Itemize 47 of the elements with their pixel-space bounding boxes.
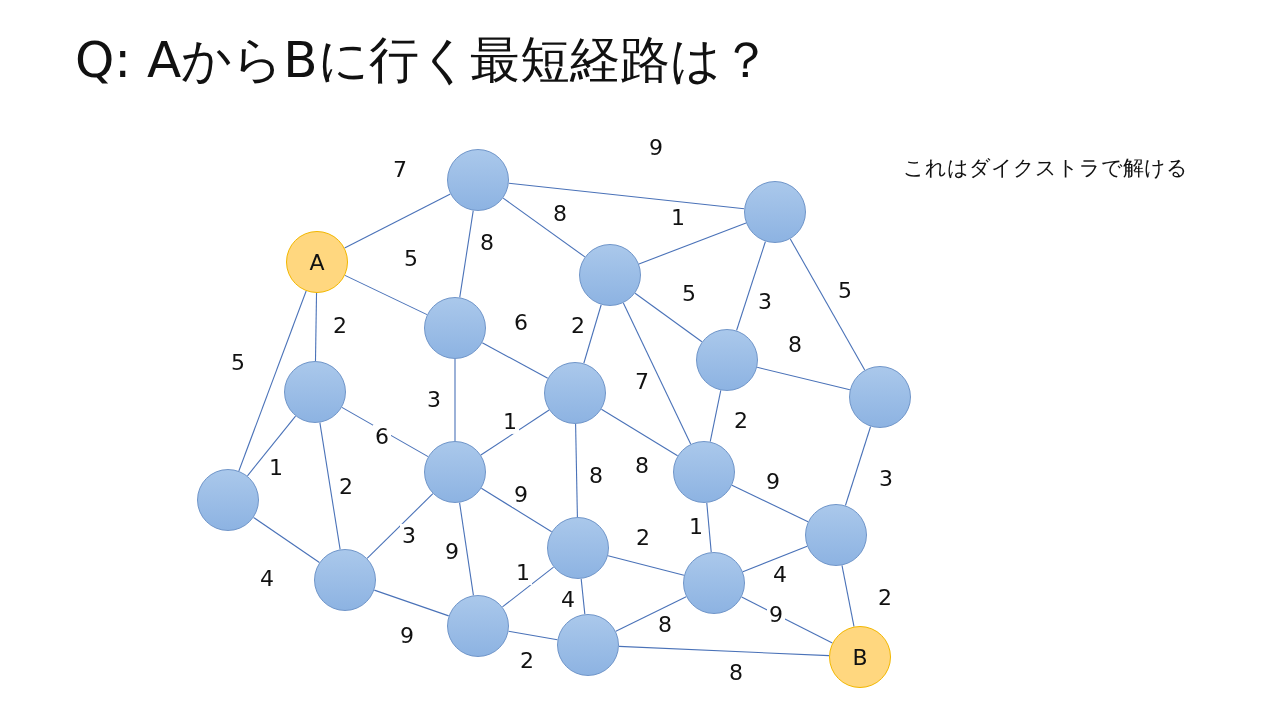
- edge-line: [314, 292, 318, 362]
- edge-line: [454, 358, 456, 442]
- edge-line: [706, 502, 712, 553]
- graph-node: [579, 244, 641, 306]
- edge-line: [600, 408, 679, 457]
- edge-line: [742, 545, 808, 573]
- edge-line: [502, 197, 586, 258]
- graph-node: A: [286, 231, 348, 293]
- edge-line: [319, 422, 341, 550]
- edge-line: [246, 415, 297, 477]
- edge-line: [459, 210, 474, 298]
- edge-line: [580, 578, 586, 615]
- edge-line: [508, 182, 745, 210]
- edge-line: [238, 290, 307, 472]
- edge-line: [736, 240, 766, 332]
- graph-node: B: [829, 626, 891, 688]
- edge-line: [622, 302, 692, 445]
- graph-node: [284, 361, 346, 423]
- edge-line: [575, 423, 578, 518]
- edge-line: [789, 238, 866, 371]
- edge-line: [480, 487, 553, 533]
- edge-line: [615, 596, 687, 632]
- edge-line: [844, 426, 872, 506]
- note-text: これはダイクストラで解ける: [903, 155, 1188, 182]
- edge-line: [756, 366, 851, 391]
- edge-line: [634, 292, 703, 343]
- edge-line: [618, 645, 830, 657]
- edge-line: [638, 222, 747, 265]
- edge-line: [344, 193, 451, 249]
- edge-line: [459, 502, 474, 596]
- edge-line: [841, 564, 855, 628]
- edge-line: [607, 555, 685, 576]
- edge-line: [373, 589, 450, 617]
- edge-line: [480, 409, 550, 456]
- edge-line: [481, 342, 549, 379]
- edge-line: [709, 389, 722, 443]
- graph-node: [424, 441, 486, 503]
- edge-line: [366, 493, 434, 559]
- edge-line: [583, 304, 602, 364]
- edge-line: [344, 274, 428, 316]
- edge-line: [508, 630, 558, 641]
- edge-line: [731, 484, 809, 523]
- graph-node: [314, 549, 376, 611]
- graph-node: [673, 441, 735, 503]
- edge-line: [253, 516, 320, 564]
- title: Q: AからBに行く最短経路は？: [75, 30, 771, 90]
- edge-line: [501, 566, 555, 608]
